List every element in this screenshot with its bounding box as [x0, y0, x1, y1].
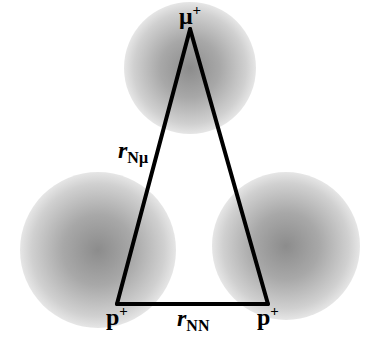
particle-label: p+ [106, 304, 128, 330]
particle-node: p+ [103, 304, 131, 330]
distance-line [117, 29, 190, 304]
proton-cloud [212, 172, 360, 320]
particle-label: μ+ [179, 3, 201, 29]
distance-label: rNμ [118, 137, 148, 163]
particle-label: p+ [257, 304, 279, 330]
particle-node: μ+ [176, 3, 204, 29]
particle-node: p+ [254, 304, 282, 330]
muon-cloud [124, 2, 256, 134]
distance-label: rNN [177, 305, 209, 331]
distance-line [117, 302, 268, 306]
distance-line [190, 29, 268, 304]
